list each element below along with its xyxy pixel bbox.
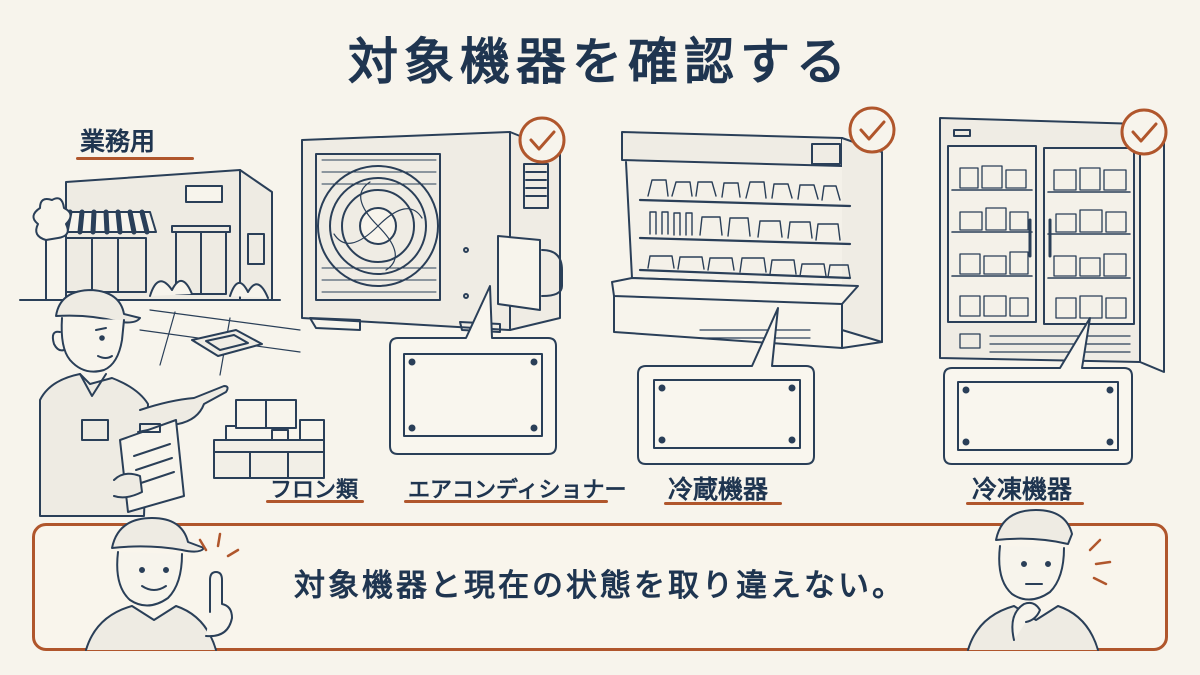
label-underline <box>966 502 1084 505</box>
nameplate-callout-ac <box>389 285 557 455</box>
label-air-conditioner: エアコンディショナー <box>408 478 627 503</box>
kitchen-illustration <box>213 399 325 479</box>
check-icon <box>1120 108 1168 156</box>
nameplate-callout-freezer <box>943 317 1133 465</box>
label-freezer: 冷凍機器 <box>972 475 1073 504</box>
nameplate-callout-refrigeration <box>637 307 815 465</box>
ceiling-ac-illustration <box>139 309 301 376</box>
label-commercial: 業務用 <box>80 127 156 156</box>
label-underline <box>664 502 782 505</box>
page-title: 対象機器を確認する <box>348 33 852 91</box>
worker-pointing-illustration <box>39 289 229 517</box>
storefront-illustration <box>19 169 281 301</box>
label-underline <box>404 500 608 503</box>
label-refrigeration: 冷蔵機器 <box>668 475 769 504</box>
outdoor-ac-unit-illustration <box>301 131 563 333</box>
label-freon: フロン類 <box>270 478 359 503</box>
check-icon <box>518 116 566 164</box>
nameplate-icon <box>403 353 543 437</box>
banner-message: 対象機器と現在の状態を取り違えない。 <box>294 568 906 604</box>
showcase-refrigerator-illustration <box>611 131 883 349</box>
upright-freezer-illustration <box>939 117 1165 373</box>
check-icon <box>848 106 896 154</box>
label-underline <box>266 500 364 503</box>
label-underline <box>76 157 194 160</box>
